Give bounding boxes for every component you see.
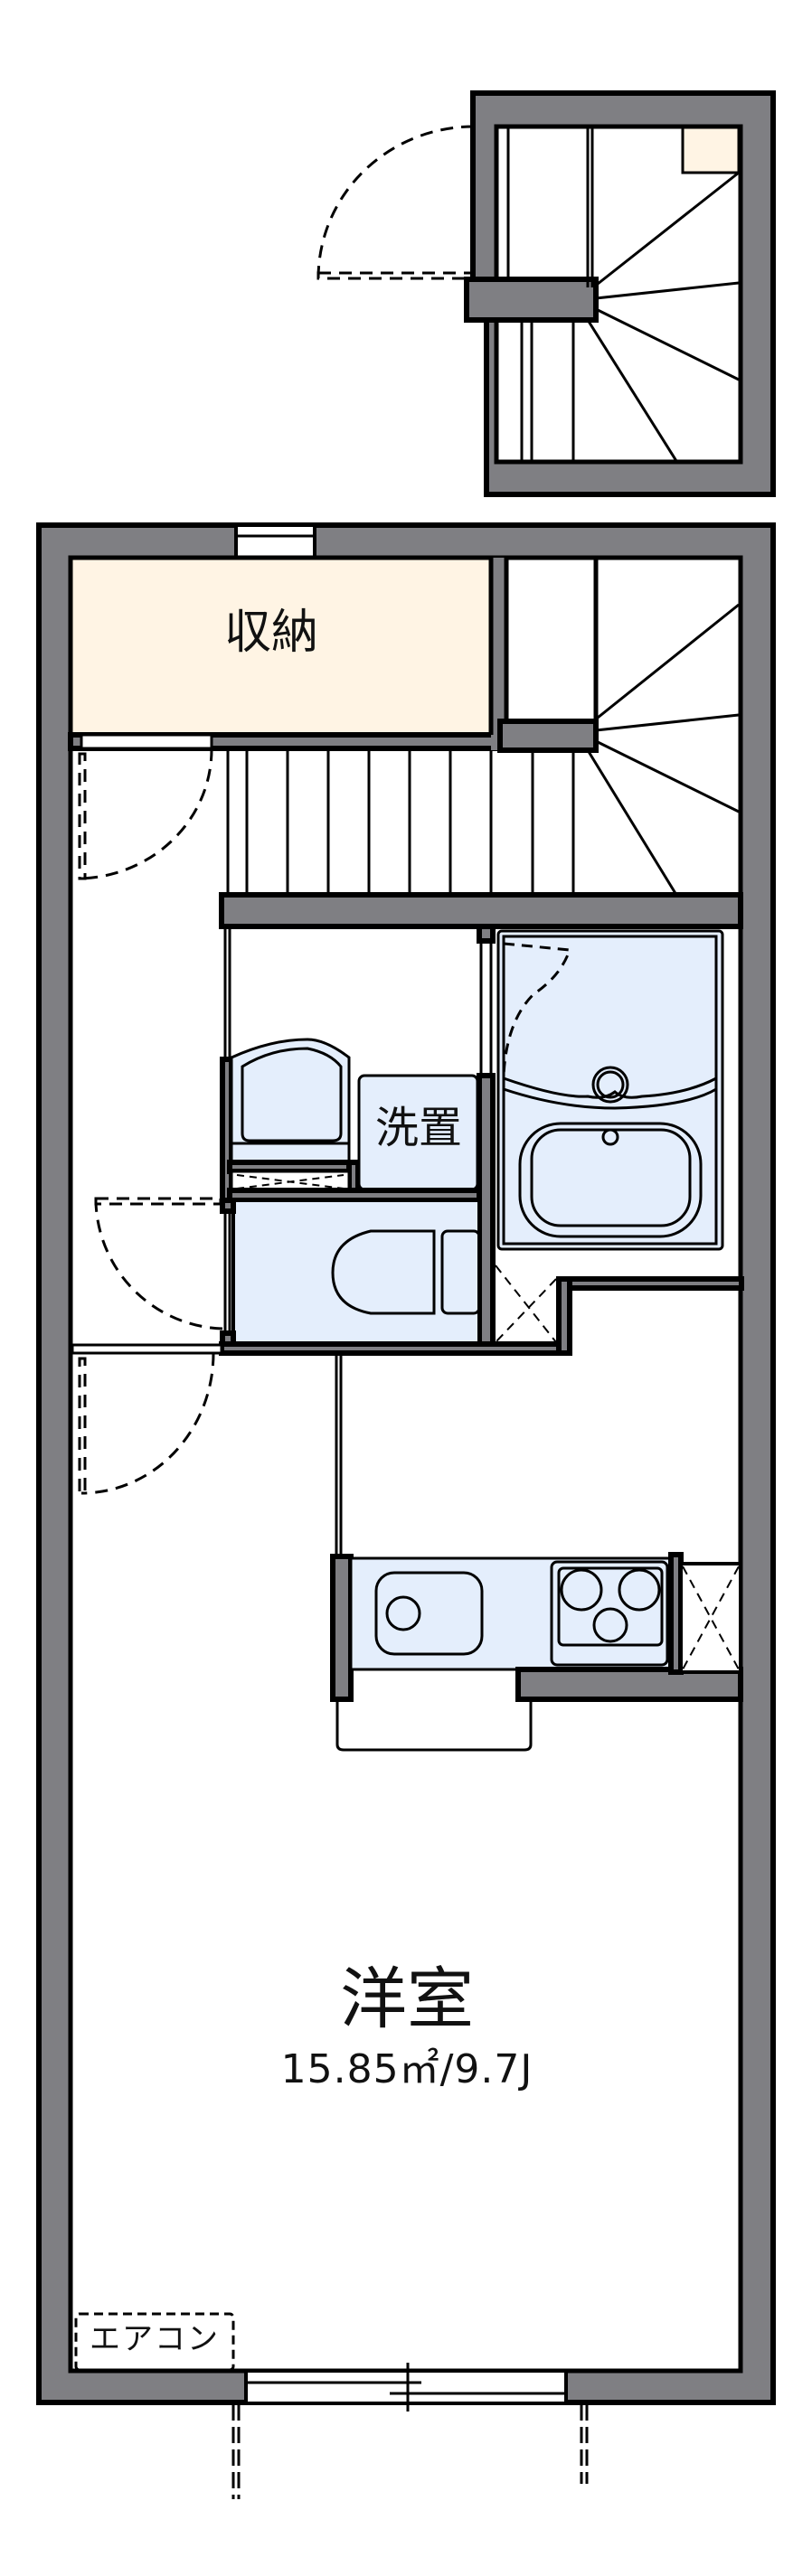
top-window [234,523,316,559]
hall-door-frame [71,1343,223,1355]
storage-label: 収納 [223,606,318,660]
unit-bath [496,929,724,1251]
pipe-space-x [495,1264,557,1343]
toilet-room [220,1198,481,1347]
washer-space-label: 洗置 [374,1103,462,1153]
kitchen [330,1552,743,1752]
western-room-area: 15.85㎡/9.7J [280,2046,533,2092]
washroom [219,924,744,1356]
storage-door-swing [78,747,213,880]
washbasin [230,1038,351,1163]
storage-closet [68,555,599,753]
western-room-label: 洋室 [340,1960,474,2038]
air-conditioner-outline [74,2312,235,2372]
stove [550,1560,669,1667]
bottom-sliding-window [244,2363,568,2411]
shower-curtain [502,942,572,1076]
refrigerator-space [679,1562,742,1674]
upper-stair-block [316,90,776,497]
main-walls [36,522,776,2499]
hall-door-swings [78,1197,223,1495]
entrance-door-swing [316,125,475,280]
kitchen-sink [374,1571,484,1656]
balcony-dash-lines [231,2404,589,2499]
air-conditioner-label: エアコン [90,2321,220,2357]
